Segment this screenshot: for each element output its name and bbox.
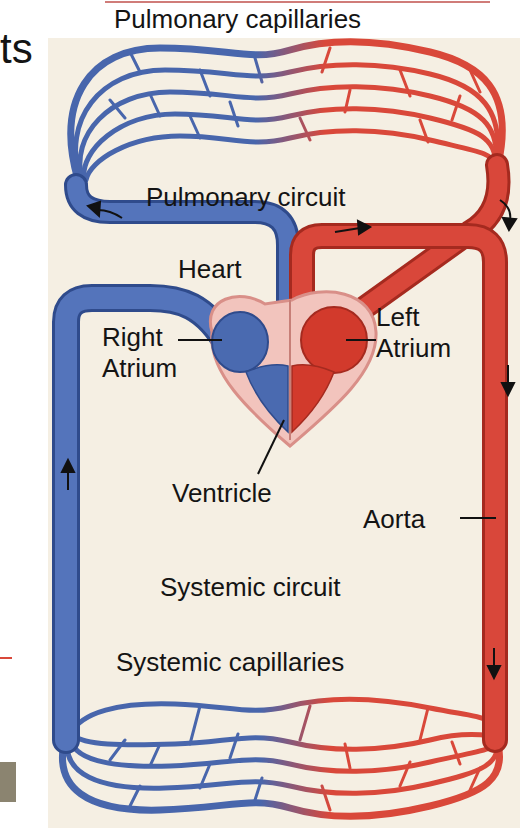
top-rule (105, 1, 490, 3)
cropped-heading: ts (0, 24, 33, 74)
bed-label: Systemic capillaries (116, 647, 344, 678)
part-label: Ventricle (172, 478, 272, 509)
systemic-capillaries (62, 699, 499, 816)
blood-vessels (66, 165, 498, 740)
circuit-label: Systemic circuit (160, 572, 341, 603)
panel-background (48, 38, 520, 828)
bed-label: Pulmonary capillaries (114, 4, 361, 35)
flow-arrow (62, 200, 516, 678)
part-label: Right Atrium (102, 322, 182, 384)
thumbnail-fragment (0, 762, 16, 802)
side-mark (0, 657, 12, 659)
part-label: Left Atrium (376, 302, 476, 364)
part-label: Heart (178, 254, 242, 285)
circuit-label: Pulmonary circuit (146, 182, 345, 213)
pulmonary-capillaries (71, 42, 502, 180)
heart-illustration (210, 292, 376, 446)
part-label: Aorta (363, 504, 425, 535)
